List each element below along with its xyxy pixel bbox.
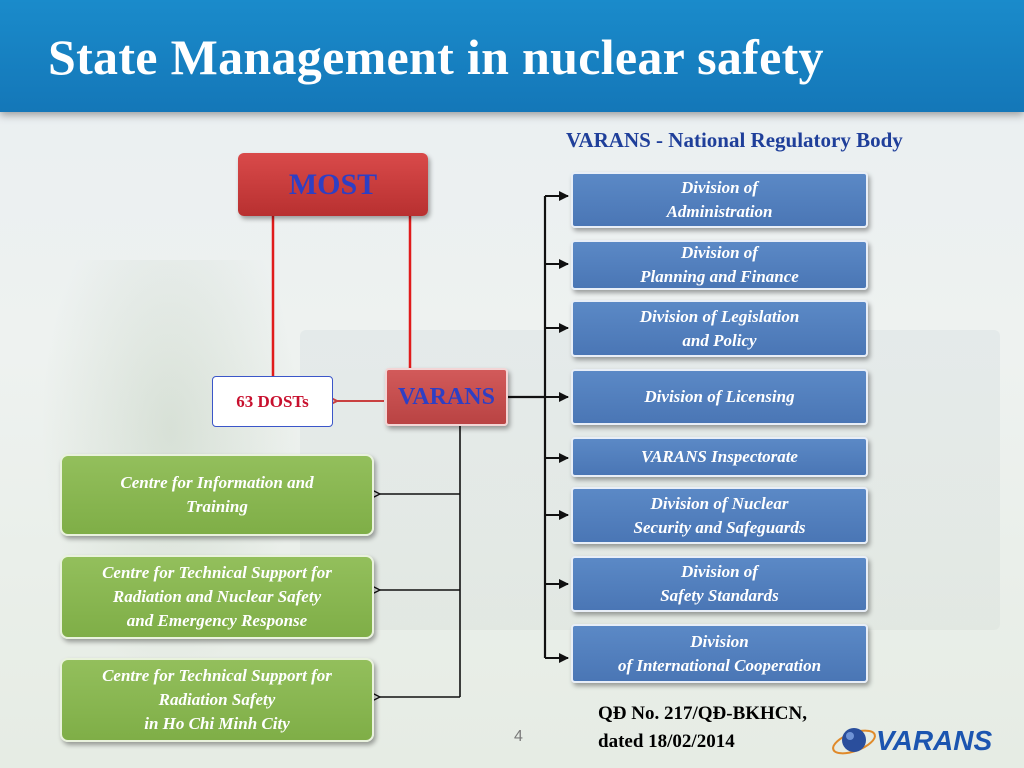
division-label-line1: Division of Licensing (644, 387, 795, 406)
division-label-line2: Administration (666, 202, 773, 221)
division-label-line1: Division of (681, 178, 758, 197)
division-label-line1: Division of Legislation (639, 306, 800, 326)
logo-wordmark: VARANS (876, 725, 992, 756)
slide-header: State Management in nuclear safety (0, 0, 1024, 112)
division-label-line1: Division of (681, 243, 758, 262)
division-inspectorate: VARANS Inspectorate (571, 437, 868, 477)
diagram-subtitle: VARANS - National Regulatory Body (566, 128, 903, 152)
division-label-line2: and Policy (682, 330, 757, 350)
division-label-line2: Safety Standards (660, 586, 779, 605)
logo-globe-icon (842, 728, 866, 752)
centre-label-line2: Radiation and Nuclear Safety (112, 587, 322, 606)
varans-node: VARANS (385, 368, 508, 426)
division-licensing: Division of Licensing (571, 369, 868, 425)
division-label-line1: Division of Nuclear (650, 493, 789, 513)
slide-title: State Management in nuclear safety (48, 29, 824, 85)
decision-reference: QĐ No. 217/QĐ-BKHCN, dated 18/02/2014 (598, 700, 807, 756)
division-administration: Division of Administration (571, 172, 868, 228)
centre-label-line1: Centre for Technical Support for (102, 666, 332, 685)
division-label-line2: Security and Safeguards (633, 517, 806, 537)
division-safety-standards: Division of Safety Standards (571, 556, 868, 612)
centre-label-line3: and Emergency Response (126, 611, 308, 630)
centre-label-line2: Radiation Safety (158, 690, 276, 709)
centre-label-line1: Centre for Technical Support for (102, 563, 332, 582)
division-label-line1: Division (690, 631, 749, 651)
centre-label-line1: Centre for Information and (120, 473, 314, 492)
page-number: 4 (514, 728, 523, 745)
varans-logo: VARANS (832, 725, 992, 756)
centre-label-line2: Training (186, 497, 248, 516)
decision-line1: QĐ No. 217/QĐ-BKHCN, (598, 703, 807, 724)
dosts-node: 63 DOSTs (212, 376, 333, 427)
division-international-cooperation: Division of International Cooperation (571, 624, 868, 683)
most-node: MOST (238, 153, 428, 216)
division-label-line1: VARANS Inspectorate (641, 447, 798, 466)
division-label-line2: of International Cooperation (617, 655, 822, 675)
centre-label-line3: in Ho Chi Minh City (144, 714, 290, 733)
decision-line2: dated 18/02/2014 (598, 731, 735, 752)
division-label-line1: Division of (681, 562, 758, 581)
division-label-line2: Planning and Finance (640, 267, 799, 286)
division-legislation-policy: Division of Legislation and Policy (571, 300, 868, 357)
division-planning-finance: Division of Planning and Finance (571, 240, 868, 290)
